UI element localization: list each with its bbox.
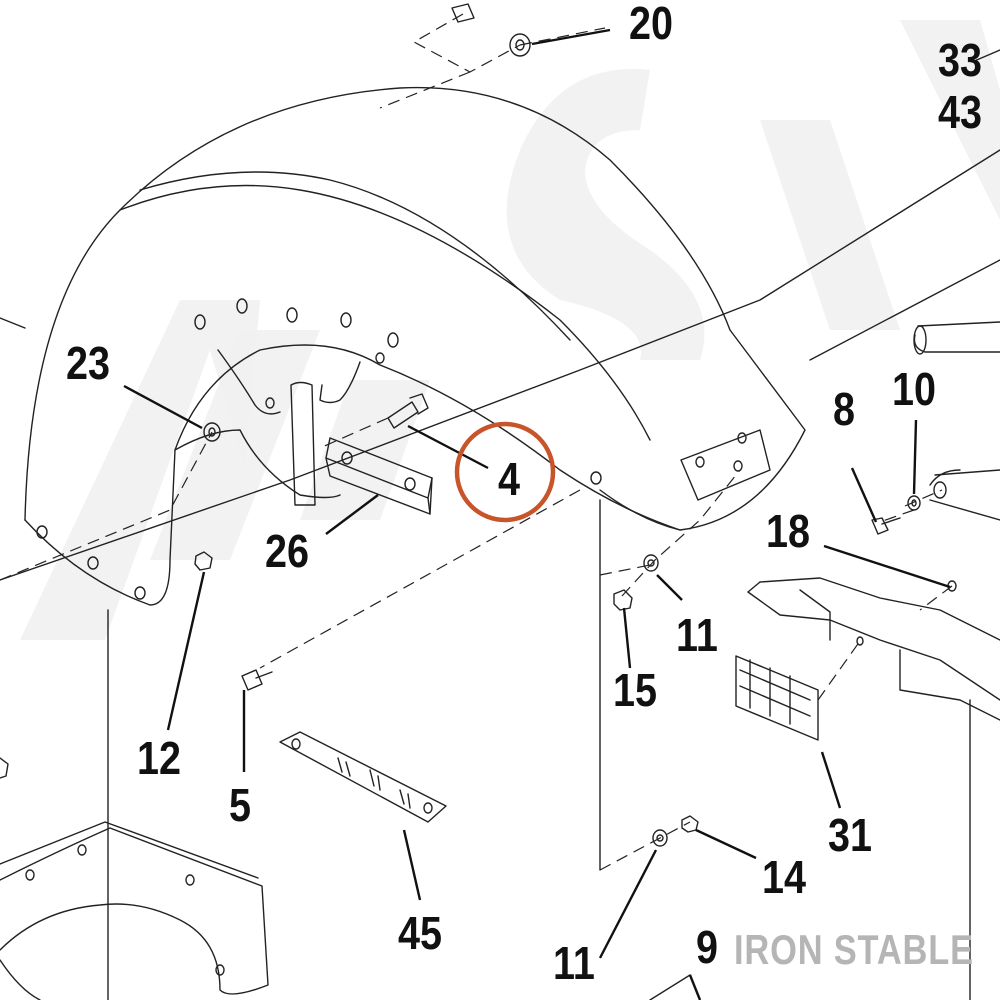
fender bbox=[24, 86, 806, 606]
brand-watermark-text: IRON STABLE bbox=[734, 926, 974, 973]
callout-12: 12 bbox=[137, 732, 182, 784]
callout-10: 10 bbox=[892, 363, 937, 415]
watermark bbox=[20, 20, 1000, 640]
nut-15 bbox=[613, 589, 633, 611]
callout-23: 23 bbox=[66, 337, 111, 389]
callout-31: 31 bbox=[828, 809, 873, 861]
leader-lines bbox=[123, 28, 951, 1000]
alignment-lines bbox=[0, 13, 953, 871]
decal-strip-45 bbox=[279, 731, 447, 823]
callout-18: 18 bbox=[766, 505, 811, 557]
washer-11-upper bbox=[643, 554, 659, 572]
callout-5: 5 bbox=[229, 779, 252, 831]
callout-26: 26 bbox=[265, 525, 310, 577]
highlight-circle-part-4 bbox=[454, 421, 556, 523]
bolt-4 bbox=[387, 393, 429, 429]
callout-9: 9 bbox=[696, 921, 719, 973]
reflector-31 bbox=[735, 655, 819, 741]
callout-11-lower: 11 bbox=[553, 937, 595, 989]
callout-20: 20 bbox=[629, 0, 674, 49]
callout-43: 43 bbox=[938, 86, 983, 138]
license-bracket bbox=[680, 429, 771, 501]
callout-4: 4 bbox=[498, 453, 521, 505]
bolt-5 bbox=[241, 669, 273, 691]
callout-14: 14 bbox=[762, 851, 807, 903]
callout-15: 15 bbox=[613, 664, 658, 716]
washer-23 bbox=[203, 422, 221, 442]
bracket-26 bbox=[325, 437, 433, 515]
callout-11-upper: 11 bbox=[676, 609, 718, 661]
callout-33: 33 bbox=[938, 34, 983, 86]
nut-14 bbox=[681, 815, 699, 833]
edge-fastener bbox=[0, 757, 9, 779]
grommet-20 bbox=[451, 3, 531, 57]
light-bracket-18 bbox=[747, 469, 1000, 721]
washer-11-lower bbox=[652, 829, 668, 847]
callout-45: 45 bbox=[398, 907, 443, 959]
nut-12 bbox=[194, 551, 213, 571]
fender-holes bbox=[36, 298, 602, 600]
callout-8: 8 bbox=[833, 383, 856, 435]
bolt-8 bbox=[871, 517, 901, 535]
rail-top bbox=[913, 321, 1000, 355]
washer-10 bbox=[907, 495, 921, 511]
lower-panel bbox=[0, 821, 269, 1000]
